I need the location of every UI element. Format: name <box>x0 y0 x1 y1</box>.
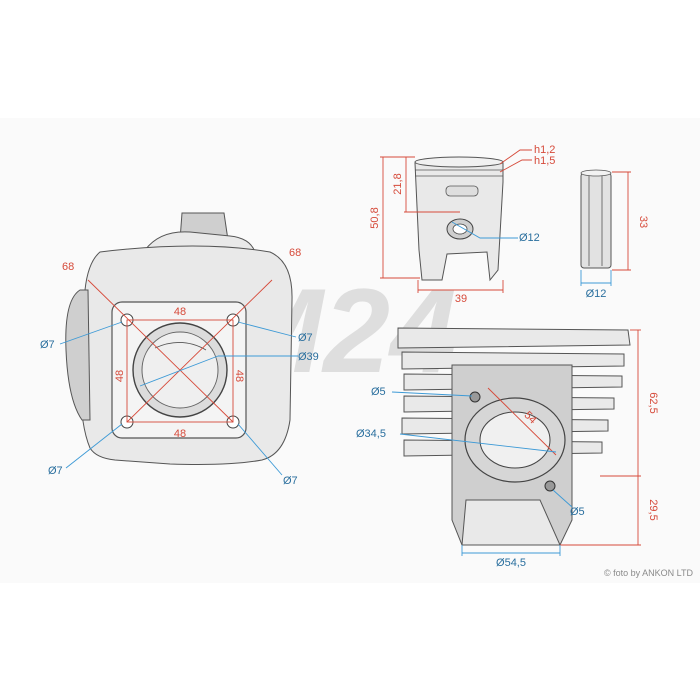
label-base-diameter: Ø54,5 <box>496 557 526 569</box>
diagonal-right <box>126 279 273 423</box>
pin-hole <box>452 223 468 235</box>
label-stud-top: Ø5 <box>371 386 386 398</box>
label-diag-left: 68 <box>62 261 74 273</box>
label-piston-diameter: 39 <box>455 293 467 305</box>
label-pinhole: Ø12 <box>519 232 540 244</box>
side-lobe <box>65 289 91 421</box>
port-stud-bottom <box>544 480 556 492</box>
piston-drawing <box>380 149 532 293</box>
leader-stud-bottom <box>552 489 573 508</box>
label-bottom-spacing: 48 <box>174 428 186 440</box>
label-ring2: h1,5 <box>534 155 555 167</box>
leader-pinhole <box>451 221 518 239</box>
label-hole-tl: Ø7 <box>40 339 55 351</box>
base-skirt <box>461 499 561 546</box>
label-hole-bl: Ø7 <box>48 465 63 477</box>
label-height-lower: 29,5 <box>647 499 659 520</box>
diagonal-left <box>87 279 234 423</box>
piston-pin-drawing <box>580 169 631 286</box>
leader-tr <box>237 321 297 338</box>
dim-port-spacing <box>487 387 557 456</box>
leader-port-inner <box>399 433 557 453</box>
label-hole-tr: Ø7 <box>298 332 313 344</box>
cylinder-side-view <box>391 327 641 556</box>
leader-tl <box>59 321 123 345</box>
label-height-total: 62,5 <box>647 392 659 413</box>
label-left-spacing: 48 <box>114 370 126 382</box>
port-opening <box>479 411 551 469</box>
leader-bl <box>65 423 123 469</box>
port-stud-top <box>469 391 481 403</box>
leader-bore-a <box>139 355 219 387</box>
port-edge <box>154 342 207 351</box>
leader-ring2 <box>499 159 532 173</box>
piston-crown <box>414 156 504 168</box>
photo-credit: © foto by ANKON LTD <box>604 568 693 578</box>
label-pin-diameter: Ø12 <box>586 288 607 300</box>
label-pin-length: 33 <box>637 216 649 228</box>
hole-square <box>126 319 234 423</box>
label-bore: Ø39 <box>298 351 319 363</box>
piston-window <box>445 185 479 197</box>
label-port-inner: Ø34,5 <box>356 428 386 440</box>
label-hole-br: Ø7 <box>283 475 298 487</box>
label-diag-right: 68 <box>289 247 301 259</box>
label-right-spacing: 48 <box>233 370 245 382</box>
cylinder-front-view <box>59 212 298 476</box>
fin-1 <box>397 327 631 349</box>
label-total-height: 50,8 <box>369 207 381 228</box>
label-top-spacing: 48 <box>174 306 186 318</box>
pin-end <box>580 169 612 177</box>
leader-stud-top <box>391 391 473 397</box>
label-top-height: 21,8 <box>392 173 404 194</box>
label-stud-bottom: Ø5 <box>570 506 585 518</box>
leader-ring1 <box>499 149 532 165</box>
leader-br <box>237 423 283 476</box>
label-ring1: h1,2 <box>534 144 555 156</box>
pin-body <box>580 172 612 269</box>
